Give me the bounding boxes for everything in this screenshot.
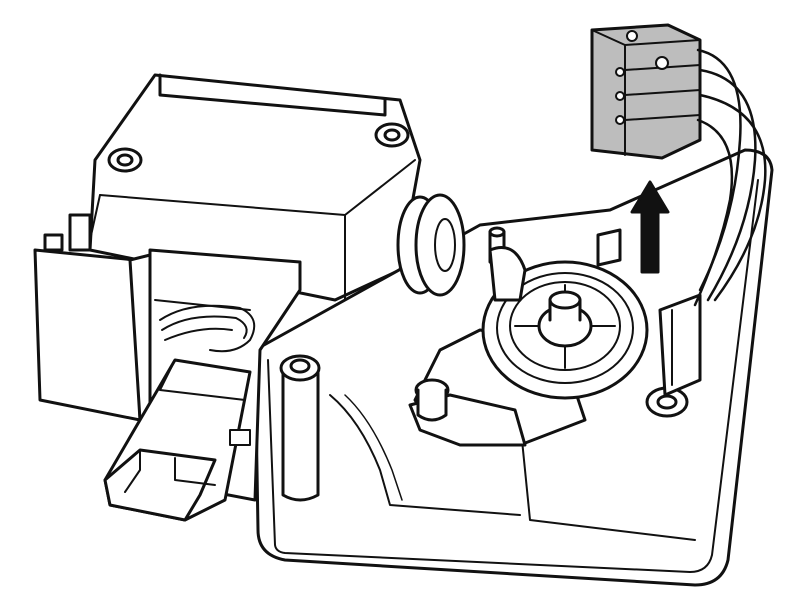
switch-wires (693, 48, 767, 307)
arrow-up-icon (630, 180, 670, 274)
gear-bracket (488, 246, 527, 302)
motor-pulley (396, 193, 466, 297)
lever-arm (408, 378, 527, 447)
screw-boss-right-rear (374, 122, 410, 148)
right-inner-rib (658, 293, 702, 397)
switch-mount-clip (596, 228, 622, 267)
connector-icon (103, 358, 252, 522)
screw-boss-front (279, 354, 321, 502)
micro-switch-stack (590, 23, 702, 160)
wire-harness-left (159, 304, 256, 353)
screw-boss-left-rear (107, 147, 143, 173)
